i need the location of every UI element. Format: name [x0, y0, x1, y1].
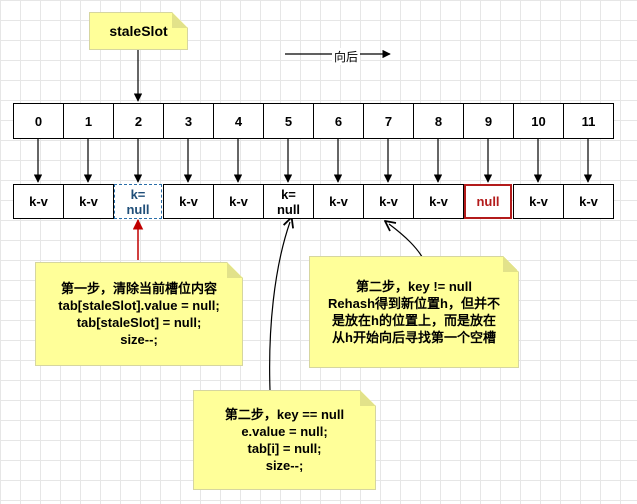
- direction-label: 向后: [332, 48, 361, 65]
- step2-null-note: 第二步，key == null e.value = null; tab[i] =…: [193, 390, 376, 490]
- note-fold-icon: [503, 256, 519, 272]
- index-cell: 0: [13, 103, 64, 139]
- stale-slot-label: staleSlot: [109, 22, 168, 39]
- entry-cell: k-v: [563, 184, 614, 219]
- entry-cell-null: null: [464, 184, 512, 219]
- entry-cell: k-v: [63, 184, 114, 219]
- entry-cell: k-v: [163, 184, 214, 219]
- index-cell: 8: [413, 103, 464, 139]
- entry-cell: k-v: [413, 184, 464, 219]
- index-cell: 11: [563, 103, 614, 139]
- index-cell: 10: [513, 103, 564, 139]
- index-cell: 3: [163, 103, 214, 139]
- entry-cell: k-v: [13, 184, 64, 219]
- step2-null-line: size--;: [265, 458, 304, 473]
- entry-cell: k= null: [114, 184, 162, 219]
- index-cell: 7: [363, 103, 414, 139]
- entry-cell: k-v: [313, 184, 364, 219]
- step2-rehash-note: 第二步，key != null Rehash得到新位置h，但并不 是放在h的位置…: [309, 256, 519, 368]
- index-cell: 5: [263, 103, 314, 139]
- step1-line: size--;: [120, 332, 158, 347]
- step1-line: 第一步，清除当前槽位内容: [60, 281, 217, 296]
- entry-cell: k= null: [263, 184, 314, 219]
- index-cell: 1: [63, 103, 114, 139]
- step1-line: tab[staleSlot].value = null;: [58, 298, 220, 313]
- step2-rehash-line: 是放在h的位置上，而是放在: [332, 313, 496, 328]
- step2-null-line: 第二步，key == null: [224, 407, 345, 422]
- note-fold-icon: [172, 12, 188, 28]
- step2-rehash-line: Rehash得到新位置h，但并不: [328, 296, 500, 311]
- entry-cell: k-v: [213, 184, 264, 219]
- step2-null-line: tab[i] = null;: [247, 441, 322, 456]
- step2-rehash-line: 从h开始向后寻找第一个空槽: [332, 330, 496, 345]
- note-fold-icon: [360, 390, 376, 406]
- entry-cell: k-v: [513, 184, 564, 219]
- index-entry-arrows: [33, 139, 593, 183]
- entry-cell: k-v: [363, 184, 414, 219]
- step2-null-line: e.value = null;: [241, 424, 328, 439]
- note-fold-icon: [227, 262, 243, 278]
- index-cell: 2: [113, 103, 164, 139]
- index-cell: 4: [213, 103, 264, 139]
- step2-null-curve: [269, 222, 290, 391]
- index-cell: 6: [313, 103, 364, 139]
- stale-slot-note: staleSlot: [89, 12, 188, 50]
- step1-note: 第一步，清除当前槽位内容 tab[staleSlot].value = null…: [35, 262, 243, 366]
- index-cell: 9: [463, 103, 514, 139]
- step1-line: tab[staleSlot] = null;: [76, 315, 202, 330]
- step2-rehash-line: 第二步，key != null: [356, 279, 472, 294]
